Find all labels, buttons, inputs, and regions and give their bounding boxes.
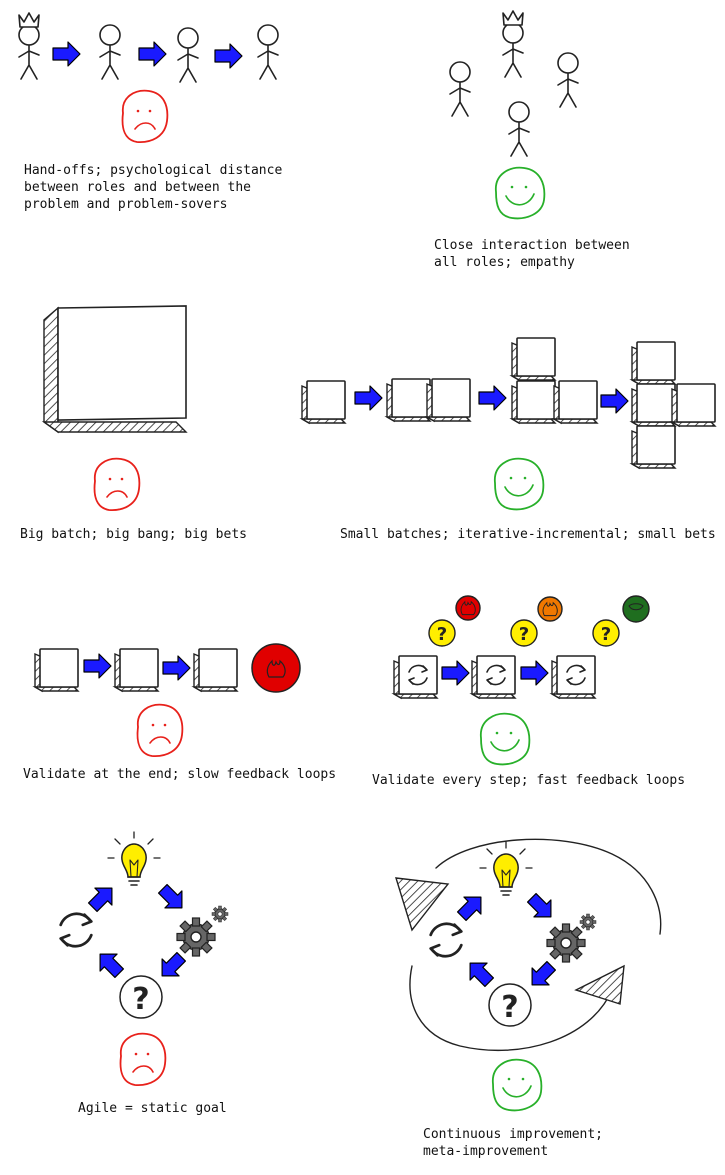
caption-handoffs: Hand-offs; psychological distance betwee… [24,163,283,212]
handoff-figures [18,12,279,83]
happy-face-icon [493,457,545,511]
sad-face-icon [93,457,141,512]
question-mark: ? [437,624,447,645]
arrow-right-icon [83,653,112,679]
arrow-up-left-icon [461,954,499,992]
happy-face-icon [491,1058,543,1112]
caption-big-batch: Big batch; big bang; big bets [20,527,247,542]
small-batches-blocks [301,337,716,469]
arrow-down-right-icon [522,888,560,926]
small-gear-icon [579,913,597,931]
validate-end-sequence [34,643,301,693]
arrow-right-icon [138,41,167,67]
gear-icon [176,917,216,957]
gear-icon [546,923,586,963]
done-icon [622,595,650,623]
lightbulb-icon [107,831,161,886]
arrow-right-icon [478,385,507,411]
sad-face-icon [119,1032,167,1087]
big-batch-block [41,305,188,434]
triangle-marker [395,877,450,932]
happy-face-icon [479,712,531,766]
cycle-icon [59,912,93,948]
agile-static-loop [59,831,229,1019]
small-gear-icon [211,905,229,923]
arrow-right-icon [354,385,383,411]
caption-agile-static: Agile = static goal [78,1101,227,1116]
arrow-right-icon [52,41,81,67]
caption-validate-end: Validate at the end; slow feedback loops [23,767,337,782]
close-interaction-figures [449,10,579,157]
arrow-right-icon [520,660,549,686]
arrow-down-left-icon [523,956,561,994]
arrow-down-right-icon [153,879,191,917]
crown-icon [18,12,40,28]
question-mark: ? [501,990,518,1025]
arrow-right-icon [600,388,629,414]
question-mark: ? [132,982,149,1017]
lightbulb-icon [479,841,533,896]
arrow-up-left-icon [91,945,129,983]
question-icon [592,619,620,647]
question-icon [510,619,538,647]
fire-icon [251,643,301,693]
happy-face-icon [494,166,546,220]
triangle-marker [574,964,625,1005]
crown-icon [502,10,524,26]
validate-every-step-sequence [393,595,650,699]
caption-continuous: Continuous improvement; meta-improvement [423,1127,604,1159]
cycle-icon [429,922,463,958]
caption-close-interaction: Close interaction between all roles; emp… [434,238,630,270]
arrow-down-left-icon [153,947,191,985]
question-icon [119,975,163,1019]
question-mark: ? [519,624,529,645]
continuous-improvement-loop [395,838,662,1052]
arrow-up-right-icon [452,888,490,926]
question-icon [428,619,456,647]
question-mark: ? [601,624,611,645]
arrow-up-right-icon [83,879,121,917]
fire-icon [455,595,481,621]
fire-icon [537,596,563,622]
arrow-right-icon [441,660,470,686]
question-icon [488,983,532,1027]
sad-face-icon [121,89,169,144]
sad-face-icon [136,703,184,758]
arrow-right-icon [214,43,243,69]
caption-validate-every: Validate every step; fast feedback loops [372,773,686,788]
caption-small-batches: Small batches; iterative-incremental; sm… [340,527,716,542]
arrow-right-icon [162,655,191,681]
